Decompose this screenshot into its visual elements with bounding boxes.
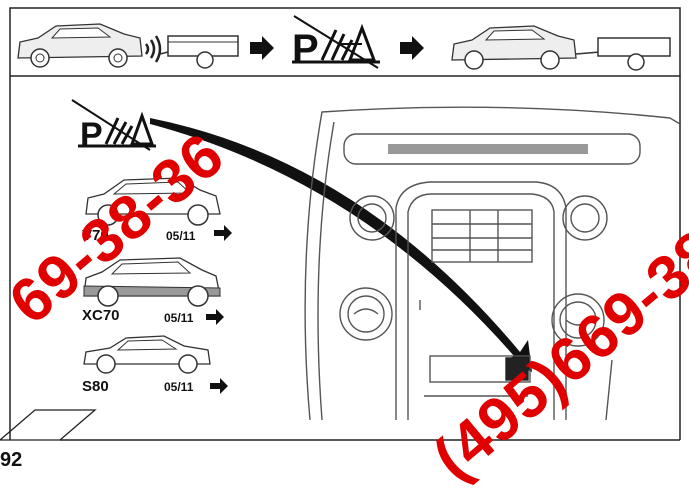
arrow-right-icon — [210, 378, 228, 394]
model-date-xc70: 05/11 — [164, 311, 193, 325]
model-date-v70: 05/11 — [166, 229, 195, 243]
dashboard-console-icon — [305, 107, 680, 420]
model-label-xc70: XC70 — [82, 307, 120, 324]
svg-text:P: P — [80, 116, 103, 154]
car-s80-icon — [84, 336, 210, 373]
model-date-s80: 05/11 — [164, 380, 193, 394]
car-with-sensor-icon — [18, 24, 160, 67]
arrow-right-icon — [250, 36, 274, 60]
page-corner-decoration — [0, 410, 95, 440]
arrow-right-icon — [400, 36, 424, 60]
parking-assist-disabled-icon: P — [292, 16, 380, 71]
arrow-right-icon — [214, 225, 232, 241]
arrow-right-icon — [206, 309, 224, 325]
trailer-icon — [160, 36, 238, 68]
parking-assist-disabled-icon: P — [72, 100, 156, 154]
svg-text:P: P — [292, 27, 319, 71]
car-with-trailer-icon — [452, 26, 670, 70]
page-number: 92 — [0, 449, 22, 472]
model-label-s80: S80 — [82, 378, 109, 395]
